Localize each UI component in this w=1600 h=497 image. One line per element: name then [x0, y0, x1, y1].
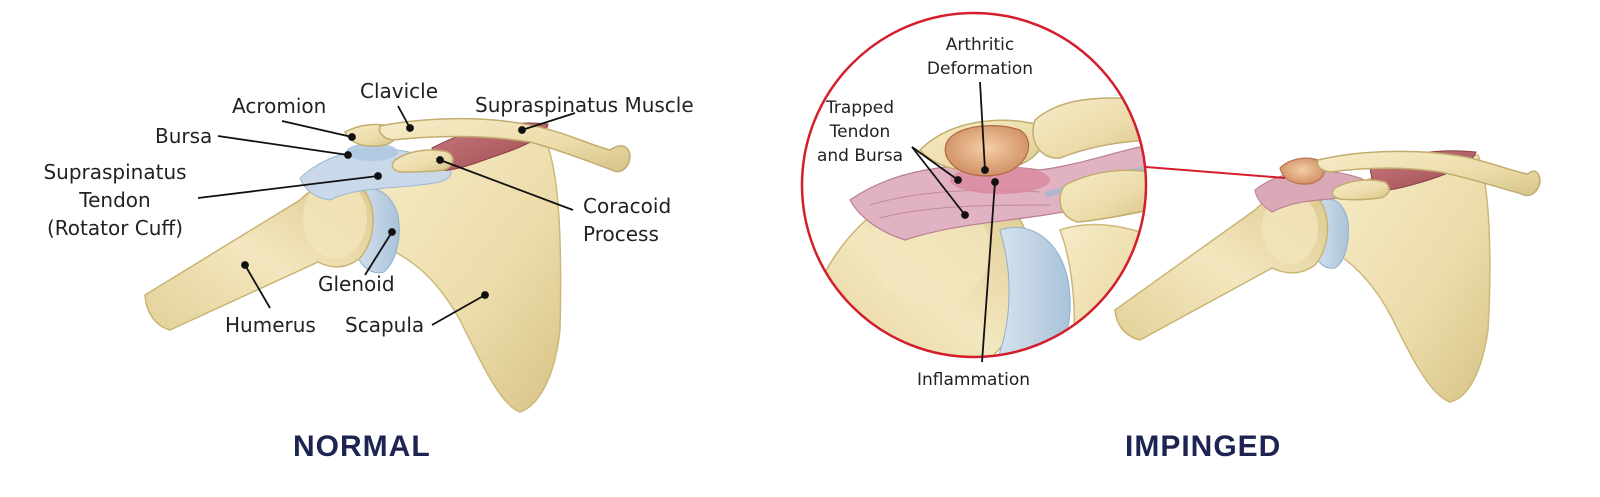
zoom-connector-line	[1145, 166, 1286, 179]
impinged-shoulder	[1114, 150, 1541, 403]
impinged-acromion-bone	[1279, 157, 1325, 185]
zoom-clavicle-bone	[1032, 97, 1146, 159]
label-glenoid: Glenoid	[318, 272, 395, 296]
zoom-arthritic-deformation	[944, 125, 1030, 177]
label-bursa: Bursa	[155, 124, 213, 148]
impinged-leader-lines	[911, 81, 999, 363]
label-inflammation: Inflammation	[917, 370, 1031, 390]
label-trapped-tendon-bursa: Trapped Tendon and Bursa	[808, 96, 912, 168]
title-impinged: IMPINGED	[1125, 430, 1282, 463]
label-clavicle: Clavicle	[360, 79, 439, 103]
label-coracoid-process: Coracoid Process	[583, 192, 671, 248]
impinged-clavicle-bone	[1316, 150, 1541, 197]
zoom-coracoid-bone	[1059, 169, 1146, 223]
label-supraspinatus-tendon-line-3: (Rotator Cuff)	[46, 216, 183, 240]
normal-leader-lines	[197, 105, 576, 326]
bursa-sac	[346, 143, 398, 161]
label-supraspinatus-tendon: Supraspinatus Tendon (Rotator Cuff)	[30, 158, 200, 242]
label-supraspinatus-tendon-line-1: Supraspinatus	[43, 160, 187, 184]
label-trapped-tendon-bursa-line-2: Tendon	[829, 122, 891, 142]
label-coracoid-process-line-1: Coracoid	[583, 194, 672, 218]
label-trapped-tendon-bursa-line-1: Trapped	[825, 98, 895, 118]
label-trapped-tendon-bursa-line-3: and Bursa	[816, 146, 904, 166]
clavicle-bone	[378, 117, 631, 173]
normal-shoulder	[144, 117, 631, 413]
label-acromion: Acromion	[232, 94, 327, 118]
impinged-coracoid-bone	[1331, 179, 1390, 201]
coracoid-bone	[391, 149, 454, 173]
label-arthritic-deformation-line-1: Arthritic	[945, 35, 1015, 55]
zoom-ring	[800, 11, 1148, 359]
label-supraspinatus-tendon-line-2: Tendon	[79, 188, 151, 212]
label-arthritic-deformation: Arthritic Deformation	[910, 33, 1050, 81]
label-scapula: Scapula	[345, 313, 425, 337]
label-coracoid-process-line-2: Process	[583, 222, 659, 246]
label-humerus: Humerus	[225, 313, 316, 337]
label-arthritic-deformation-line-2: Deformation	[926, 59, 1034, 79]
title-normal: NORMAL	[293, 430, 431, 463]
label-supraspinatus-muscle: Supraspinatus Muscle	[475, 93, 694, 117]
